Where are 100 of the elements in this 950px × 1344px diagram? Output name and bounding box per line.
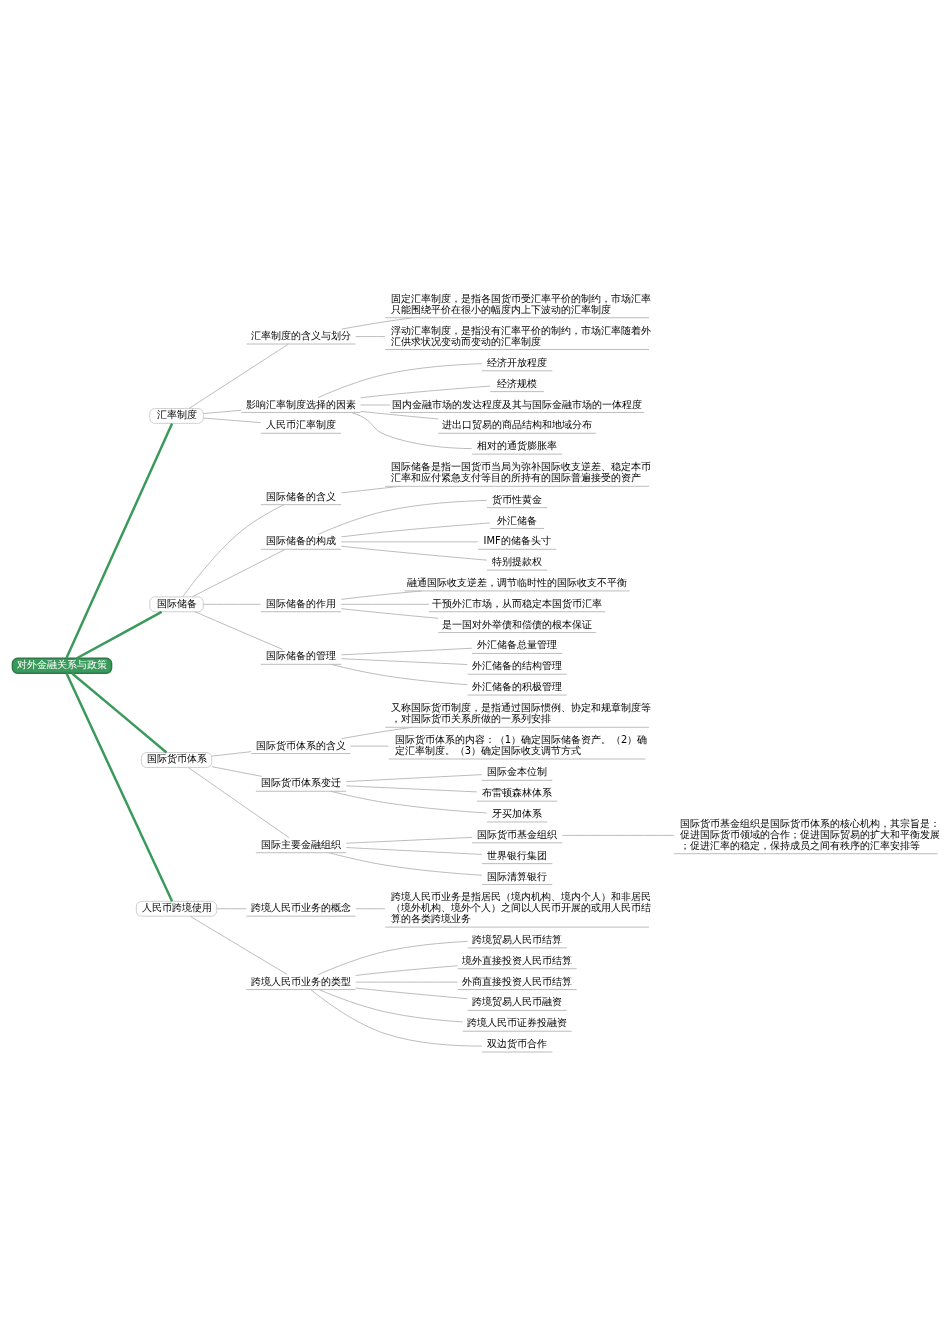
node-box: 人民币跨境使用 <box>135 900 218 917</box>
connector <box>360 385 491 399</box>
node-text: 外汇储备总量管理 <box>477 639 558 651</box>
node-text: 相对的通货膨胀率 <box>477 440 558 452</box>
connector <box>216 908 247 910</box>
connector <box>340 485 401 494</box>
connector <box>330 790 488 814</box>
node-text: 跨境人民币业务是指居民（境内机构、境内个人）和非居民（境外机构、境外个人）之间以人民币开展的或用人民币结算的各类跨境业务 <box>391 891 652 925</box>
connector <box>188 343 289 409</box>
connector <box>65 423 174 659</box>
connector <box>355 908 386 910</box>
node-text: 国内金融市场的发达程度及其与国际金融市场的一体程度 <box>392 398 643 410</box>
node-text: 跨境人民币证券投融资 <box>467 1017 568 1029</box>
node-text: 经济开放程度 <box>487 356 548 368</box>
connector <box>317 499 488 535</box>
connector <box>192 548 286 598</box>
connector <box>318 989 463 1023</box>
node-text: 国际储备是指一国货币当局为弥补国际收支逆差、稳定本币汇率和应付紧急支付等目的所持有的国际普遍接受的资产 <box>391 461 652 484</box>
node-text: 跨境贸易人民币结算 <box>472 933 563 945</box>
connector <box>345 774 483 783</box>
node-text: 双边货币合作 <box>487 1038 548 1050</box>
connector <box>65 672 174 902</box>
node-text: 融通国际收支逆差，调节临时性的国际收支不平衡 <box>407 576 628 588</box>
node-text: 干预外汇市场，从而稳定本国货币汇率 <box>432 597 603 609</box>
connector <box>345 836 473 844</box>
connector <box>561 834 675 836</box>
node-box: 国际储备 <box>149 596 204 613</box>
node-text: 国际储备的管理 <box>265 650 336 662</box>
connector <box>360 404 391 406</box>
node-text: 固定汇率制度，是指各国货币受汇率平价的制约，市场汇率只能围绕平价在很小的幅度内上下波动的汇率制度 <box>391 292 652 315</box>
connector <box>340 647 473 656</box>
connector <box>340 590 423 600</box>
node-text: 国际货币基金组织是国际货币体系的核心机构，其宗旨是：促进国际货币领域的合作；促进国际贸易的扩大和平衡发展；促进汇率的稳定，保持成员之间有秩序的汇率安排等 <box>679 817 940 851</box>
node-text: 外汇储备 <box>497 514 538 526</box>
connector <box>76 610 163 660</box>
connector <box>330 663 468 686</box>
node-text: 牙买加体系 <box>492 808 543 820</box>
node-text: 境外直接投资人民币结算 <box>462 954 573 966</box>
node-text: 国际主要金融组织 <box>260 838 341 850</box>
node-text: 外汇储备的积极管理 <box>472 681 563 693</box>
node-text: 国际清算银行 <box>487 870 548 882</box>
node-text: 国际储备的作用 <box>265 597 336 609</box>
connector <box>317 363 483 399</box>
node-text: 国际货币体系的含义 <box>255 739 346 751</box>
node-text: 进出口贸易的商品结构和地域分布 <box>442 419 593 431</box>
connector <box>194 611 283 650</box>
node-text: 货币性黄金 <box>492 493 543 505</box>
node-text: 跨境人民币业务的类型 <box>250 975 351 987</box>
connector <box>182 504 285 598</box>
node-text: 国际储备的构成 <box>265 535 336 547</box>
connector <box>187 767 290 839</box>
node-text: 跨境人民币业务的概念 <box>250 902 351 914</box>
connector <box>340 541 479 543</box>
node-text: IMF的储备头寸 <box>483 535 551 547</box>
node-text: 国际货币体系变迁 <box>260 777 341 789</box>
connector <box>310 989 483 1047</box>
node-text: 浮动汇率制度，是指没有汇率平价的制约，市场汇率随着外汇供求状况变动而变动的汇率制度 <box>391 324 652 347</box>
connector <box>340 608 439 619</box>
node-text: 汇率制度的含义与划分 <box>250 330 351 342</box>
connector <box>211 751 252 757</box>
node-text: 经济规模 <box>497 377 538 389</box>
connector <box>341 726 413 740</box>
connector <box>203 409 242 415</box>
node-text: 影响汇率制度选择的因素 <box>245 398 356 410</box>
connector <box>340 522 491 538</box>
connector <box>341 317 413 330</box>
node-box: 对外金融关系与政策 <box>11 657 113 674</box>
node-text: 世界银行集团 <box>487 849 548 861</box>
connector <box>340 545 488 561</box>
node-text: 是一国对外举债和偿债的根本保证 <box>442 618 593 630</box>
node-text: 外汇储备的结构管理 <box>472 660 563 672</box>
connector <box>355 965 458 976</box>
connector <box>355 987 468 1000</box>
connector <box>340 658 468 666</box>
node-text: 国际货币基金组织 <box>477 828 558 840</box>
connector <box>328 852 483 876</box>
connector <box>360 410 439 420</box>
node-text: 又称国际货币制度，是指通过国际惯例、协定和规章制度等，对国际货币关系所做的一系列安排 <box>391 702 652 725</box>
node-text: 人民币汇率制度 <box>265 419 336 431</box>
connector <box>203 603 262 605</box>
connector <box>340 603 430 605</box>
connector <box>350 745 389 747</box>
node-text: 跨境贸易人民币融资 <box>472 996 563 1008</box>
node-text: 布雷顿森林体系 <box>482 787 553 799</box>
connector <box>355 981 458 983</box>
connector <box>345 785 478 793</box>
connector <box>211 766 262 777</box>
connector <box>203 417 262 424</box>
connector <box>189 915 288 975</box>
node-text: 国际储备的含义 <box>265 490 336 502</box>
node-text: 国际金本位制 <box>487 766 548 778</box>
connector <box>350 411 473 450</box>
connector <box>355 336 386 338</box>
node-text: 外商直接投资人民币结算 <box>462 975 573 987</box>
connector <box>345 847 483 855</box>
connector <box>317 940 468 976</box>
node-text: 特别提款权 <box>492 556 543 568</box>
connector <box>71 672 168 754</box>
node-text: 国际货币体系的内容：（1）确定国际储备资产。（2）确定汇率制度。（3）确定国际收支调节方式 <box>394 734 648 757</box>
node-box: 国际货币体系 <box>140 752 213 768</box>
